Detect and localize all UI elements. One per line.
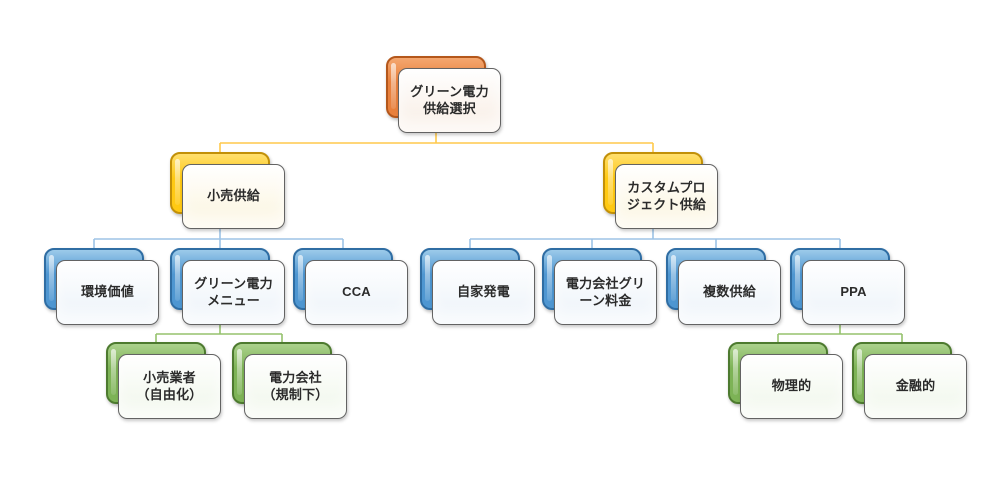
node-retail-supply: 小売供給: [170, 152, 286, 230]
node-utility-regulated: 電力会社 （規制下）: [232, 342, 348, 420]
node-label: 電力会社 （規制下）: [262, 369, 329, 402]
card-face: 複数供給: [678, 260, 781, 325]
node-label: グリーン電力 メニュー: [194, 275, 273, 308]
node-utility-green-tariff: 電力会社グリ ーン料金: [542, 248, 658, 326]
card-face: 金融的: [864, 354, 967, 419]
node-financial: 金融的: [852, 342, 968, 420]
node-custom-project-supply: カスタムプロ ジェクト供給: [603, 152, 719, 230]
node-label: 物理的: [771, 378, 812, 394]
node-label: カスタムプロ ジェクト供給: [626, 179, 707, 212]
node-green-power-supply-selection: グリーン電力 供給選択: [386, 56, 502, 134]
card-face: 電力会社グリ ーン料金: [554, 260, 657, 325]
card-face: 物理的: [740, 354, 843, 419]
card-face: グリーン電力 供給選択: [398, 68, 501, 133]
card-face: CCA: [305, 260, 408, 325]
node-label: CCA: [342, 284, 371, 300]
node-label: 金融的: [895, 378, 936, 394]
node-retailer-liberalized: 小売業者 （自由化）: [106, 342, 222, 420]
node-label: グリーン電力 供給選択: [410, 83, 489, 116]
card-face: カスタムプロ ジェクト供給: [615, 164, 718, 229]
node-ppa: PPA: [790, 248, 906, 326]
card-face: 自家発電: [432, 260, 535, 325]
card-face: 電力会社 （規制下）: [244, 354, 347, 419]
node-label: 環境価値: [81, 284, 134, 300]
node-label: 複数供給: [703, 284, 756, 300]
node-label: PPA: [840, 284, 867, 300]
node-environmental-value: 環境価値: [44, 248, 160, 326]
node-green-power-menu: グリーン電力 メニュー: [170, 248, 286, 326]
node-label: 電力会社グリ ーン料金: [565, 275, 646, 308]
node-self-generation: 自家発電: [420, 248, 536, 326]
node-label: 自家発電: [457, 284, 510, 300]
node-label: 小売業者 （自由化）: [136, 369, 203, 402]
node-cca: CCA: [293, 248, 409, 326]
node-multiple-supply: 複数供給: [666, 248, 782, 326]
card-face: 小売供給: [182, 164, 285, 229]
node-physical: 物理的: [728, 342, 844, 420]
node-label: 小売供給: [207, 188, 260, 204]
card-face: 小売業者 （自由化）: [118, 354, 221, 419]
card-face: PPA: [802, 260, 905, 325]
card-face: グリーン電力 メニュー: [182, 260, 285, 325]
card-face: 環境価値: [56, 260, 159, 325]
